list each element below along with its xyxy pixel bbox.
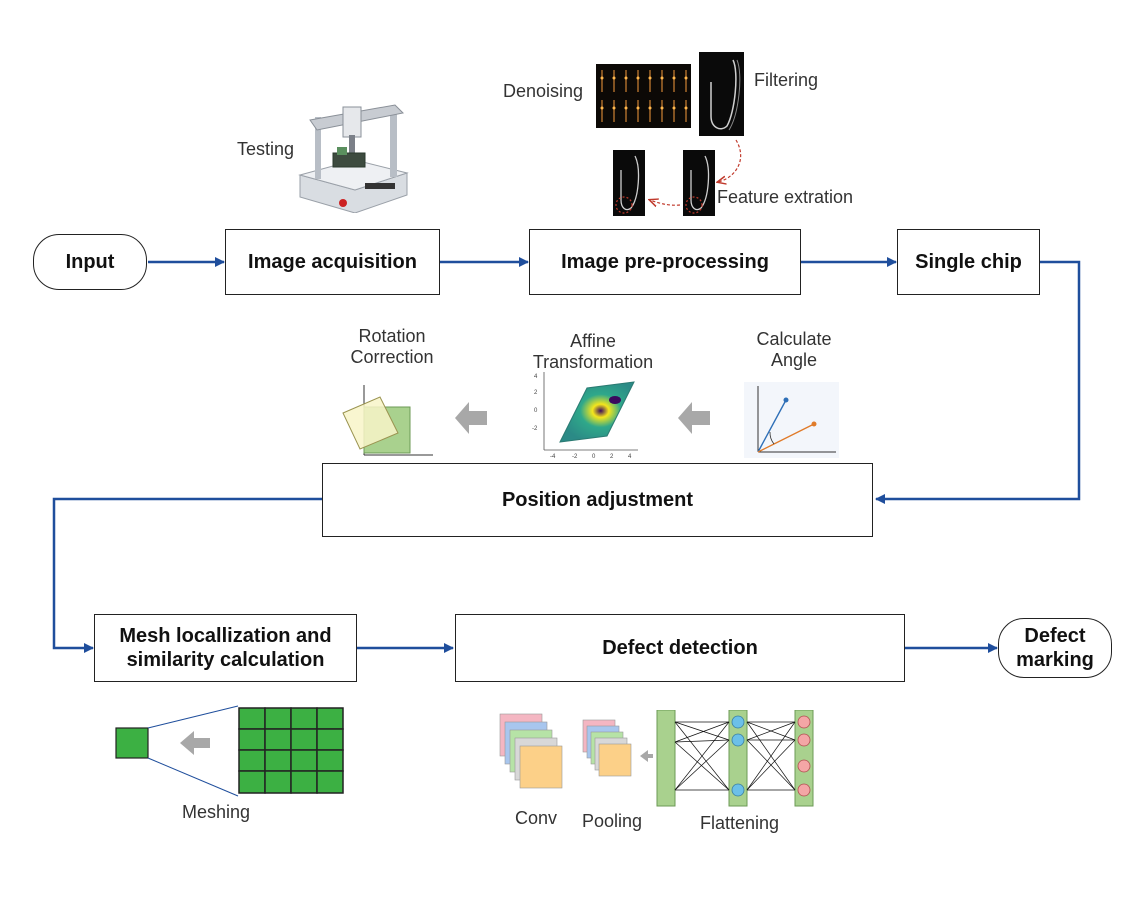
feature-trace-image-left	[613, 150, 645, 216]
single-chip-label: Single chip	[915, 251, 1022, 273]
defect-detection-node: Defect detection	[455, 614, 905, 682]
position-adjustment-node: Position adjustment	[322, 463, 873, 537]
gantry-machine-icon	[298, 104, 409, 213]
svg-text:-2: -2	[572, 454, 578, 458]
feature-extraction-label: Feature extration	[717, 187, 854, 207]
flow-arrows	[52, 257, 1081, 653]
input-label: Input	[65, 251, 115, 273]
svg-text:0: 0	[592, 454, 596, 458]
denoising-label: Denoising	[503, 81, 584, 101]
chip-trace-image	[699, 52, 744, 136]
rotation-label-line1: Rotation	[358, 326, 426, 346]
chip-array-image	[596, 64, 691, 128]
rotation-correction-label: Rotation Correction	[342, 326, 442, 368]
image-acquisition-node: Image acquisition	[225, 229, 440, 295]
affine-transformation-label: Affine Transformation	[528, 331, 658, 373]
angle-vector-icon	[744, 382, 839, 458]
input-node: Input	[33, 234, 147, 290]
svg-text:2: 2	[610, 454, 614, 458]
affine-label-line2: Transformation	[532, 352, 654, 372]
svg-text:-4: -4	[550, 454, 556, 458]
defect-marking-line1: Defect	[1024, 625, 1086, 647]
testing-label: Testing	[237, 139, 295, 159]
svg-text:2: 2	[534, 390, 538, 396]
arrow-singlechip-to-position	[875, 260, 1081, 504]
defect-detection-label: Defect detection	[602, 637, 758, 659]
image-preprocessing-label: Image pre-processing	[561, 251, 769, 273]
svg-text:-2: -2	[532, 426, 538, 432]
arrow-position-to-mesh	[52, 497, 322, 653]
pooling-label: Pooling	[582, 811, 643, 831]
svg-text:4: 4	[534, 374, 538, 380]
image-preprocessing-node: Image pre-processing	[529, 229, 801, 295]
svg-text:0: 0	[534, 408, 538, 414]
flattening-label: Flattening	[700, 813, 780, 833]
single-chip-node: Single chip	[897, 229, 1040, 295]
mesh-label-line1: Mesh locallization and	[119, 625, 332, 647]
mesh-grid-icon	[115, 705, 344, 797]
cnn-layers-icon	[499, 710, 814, 807]
mesh-localization-node: Mesh locallization and similarity calcul…	[94, 614, 357, 682]
meshing-label: Meshing	[182, 802, 251, 822]
feature-trace-image-right	[683, 150, 715, 216]
position-adjustment-label: Position adjustment	[501, 489, 694, 511]
calculate-angle-label: Calculate Angle	[744, 329, 844, 371]
angle-label-line2: Angle	[770, 350, 818, 370]
left-hint-arrow-2	[678, 402, 710, 434]
affine-heatmap-icon: 4 2 0 -2 -4 -2 0 2 4	[532, 372, 638, 458]
mesh-label-line2: similarity calculation	[126, 649, 325, 671]
rotation-correction-icon	[342, 385, 433, 456]
image-acquisition-label: Image acquisition	[248, 251, 417, 273]
filtering-label: Filtering	[754, 70, 819, 90]
svg-text:4: 4	[628, 454, 632, 458]
left-hint-arrow-1	[455, 402, 487, 434]
defect-marking-line2: marking	[1016, 649, 1094, 671]
conv-stack	[499, 713, 563, 789]
angle-label-line1: Calculate	[756, 329, 832, 349]
rotation-label-line2: Correction	[350, 347, 434, 367]
affine-label-line1: Affine	[570, 331, 616, 351]
conv-label: Conv	[515, 808, 558, 828]
defect-marking-node: Defect marking	[998, 618, 1112, 678]
pooling-stack	[582, 719, 632, 777]
